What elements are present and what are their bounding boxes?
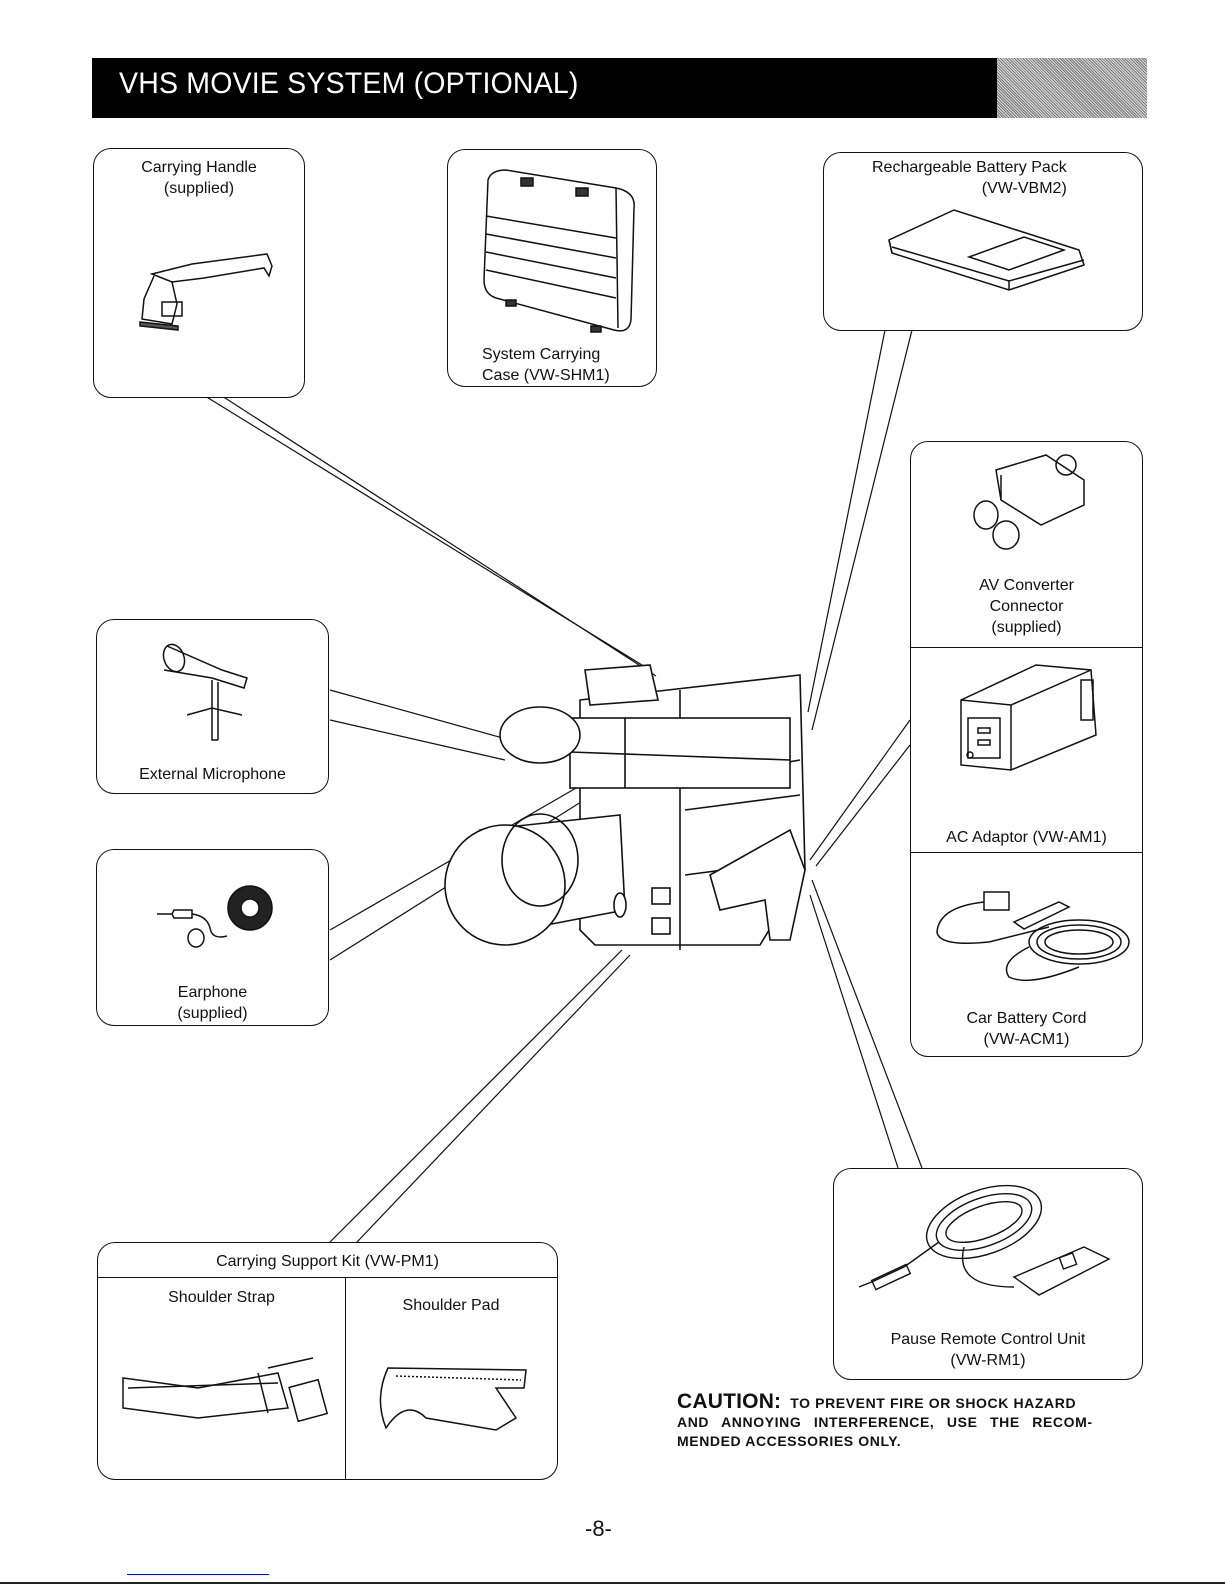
carrying-handle-card: Carrying Handle (supplied)	[93, 148, 305, 398]
earphone-card: Earphone (supplied)	[96, 849, 329, 1026]
pause-remote-model: (VW-RM1)	[950, 1352, 1026, 1369]
pause-remote-label: Pause Remote Control Unit	[890, 1331, 1086, 1348]
av-connector-drawing	[973, 454, 1085, 550]
carrying-handle-drawing	[139, 253, 273, 331]
microphone-drawing	[162, 643, 248, 741]
ac-adaptor-label: AC Adaptor (VW-AM1)	[946, 829, 1107, 846]
car-cord-label: Car Battery Cord	[966, 1010, 1087, 1027]
support-kit-title: Carrying Support Kit (VW-PM1)	[216, 1253, 439, 1270]
section-divider	[98, 1277, 557, 1278]
section-banner: VHS MOVIE SYSTEM (OPTIONAL)	[92, 58, 1147, 118]
shoulder-pad-label: Shoulder Pad	[402, 1297, 500, 1314]
caution-line1: TO PREVENT FIRE OR SHOCK HAZARD	[790, 1395, 1077, 1411]
shoulder-pad-drawing	[379, 1367, 527, 1431]
microphone-label: External Microphone	[139, 766, 286, 783]
caution-line3: MENDED ACCESSORIES ONLY.	[677, 1433, 902, 1449]
caution-line2: AND ANNOYING INTERFERENCE, USE THE RECOM…	[677, 1414, 1093, 1430]
av-converter-label-line1: AV Converter	[979, 577, 1074, 594]
power-accessories-card: AV Converter Connector (supplied) AC Ada…	[910, 441, 1143, 1057]
page-number: -8-	[585, 1516, 612, 1541]
battery-pack-model: (VW-VBM2)	[981, 180, 1067, 197]
carrying-support-kit-card: Carrying Support Kit (VW-PM1) Shoulder S…	[97, 1242, 558, 1480]
earphone-label: Earphone	[177, 984, 248, 1001]
av-converter-note: (supplied)	[991, 619, 1062, 636]
battery-pack-label: Rechargeable Battery Pack	[872, 159, 1067, 176]
page-edge	[0, 1582, 1225, 1584]
battery-pack-drawing	[888, 209, 1085, 291]
link-underline[interactable]	[127, 1574, 269, 1575]
car-cord-drawing	[936, 891, 1130, 982]
shoulder-strap-drawing	[122, 1357, 329, 1423]
ac-adaptor-drawing	[960, 664, 1097, 771]
car-cord-model: (VW-ACM1)	[983, 1031, 1070, 1048]
shoulder-strap-label: Shoulder Strap	[168, 1289, 275, 1306]
column-divider	[345, 1277, 346, 1479]
banner-halftone-pattern	[997, 58, 1147, 118]
section-divider	[911, 852, 1142, 853]
caution-label: CAUTION:	[677, 1390, 782, 1413]
remote-control-drawing	[858, 1184, 1111, 1296]
av-converter-label-line2: Connector	[989, 598, 1064, 615]
section-title: VHS MOVIE SYSTEM (OPTIONAL)	[119, 67, 579, 100]
carrying-case-drawing	[483, 169, 635, 333]
pause-remote-card: Pause Remote Control Unit (VW-RM1)	[833, 1168, 1143, 1380]
section-divider	[911, 647, 1142, 648]
earphone-drawing	[157, 885, 273, 948]
vhs-camcorder-drawing	[444, 664, 806, 950]
carrying-case-label-line2: Case (VW-SHM1)	[482, 367, 610, 384]
carrying-handle-label: Carrying Handle	[141, 159, 257, 176]
earphone-note: (supplied)	[177, 1005, 248, 1022]
external-microphone-card: External Microphone	[96, 619, 329, 794]
carrying-case-card: System Carrying Case (VW-SHM1)	[447, 149, 657, 387]
battery-pack-card: Rechargeable Battery Pack (VW-VBM2)	[823, 152, 1143, 331]
carrying-case-label-line1: System Carrying	[482, 346, 601, 363]
caution-notice: CAUTION: TO PREVENT FIRE OR SHOCK HAZARD…	[677, 1390, 1147, 1451]
carrying-handle-note: (supplied)	[163, 180, 235, 197]
